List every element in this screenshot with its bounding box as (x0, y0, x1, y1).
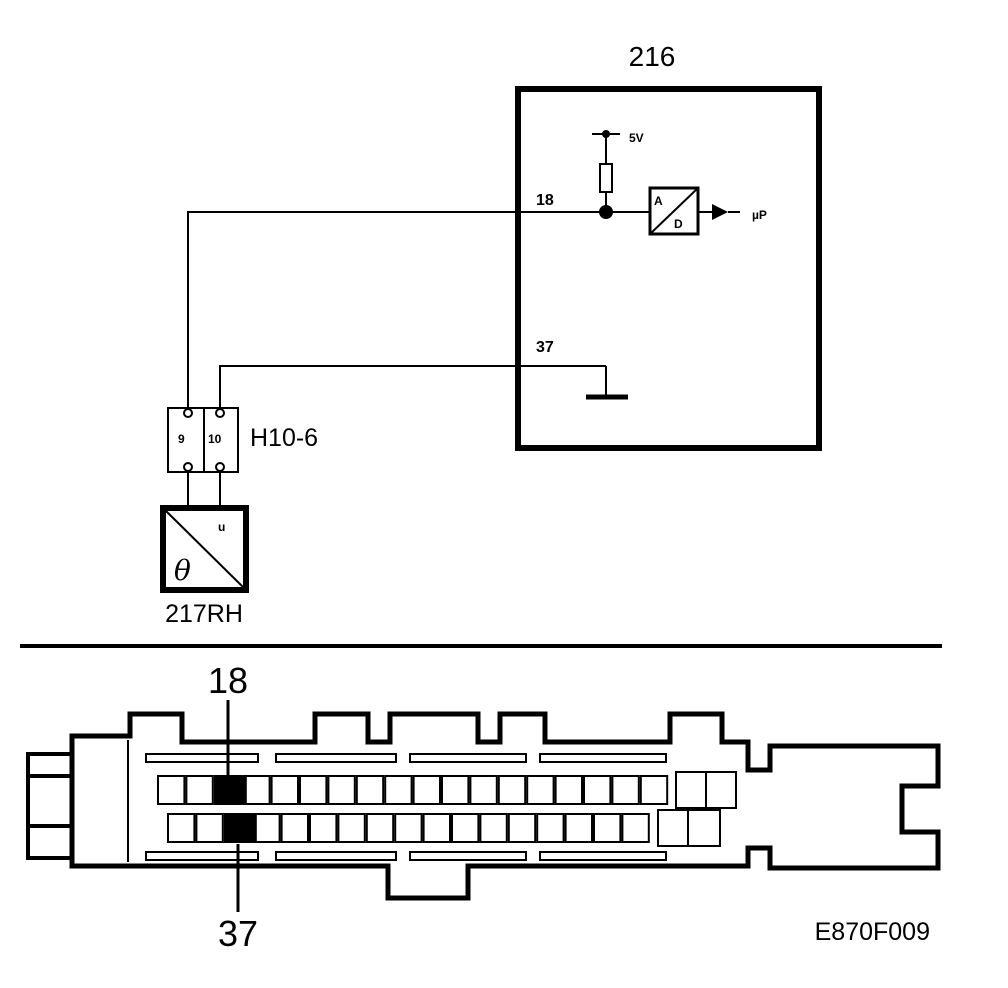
supply-label: 5V (629, 131, 644, 145)
pin-top-cavity (355, 775, 385, 805)
rail-bottom-3 (409, 851, 527, 861)
rail-top-3 (409, 753, 527, 763)
pin-bottom-cavity (365, 813, 395, 843)
pin-top-cavity (384, 775, 413, 805)
ecu-box (515, 86, 822, 451)
rail-bottom-2 (275, 851, 397, 861)
pin-top-cavity (327, 775, 356, 805)
pin-top-cavity (157, 775, 186, 805)
pin-top-cavity (270, 775, 300, 805)
terminal-10-bottom (215, 462, 225, 472)
output-arrow-icon (712, 204, 728, 220)
pin-bottom-cavity (195, 813, 224, 843)
ad-diagonal (649, 187, 699, 235)
sensor-theta-symbol: θ (174, 554, 191, 587)
connector-pin-10-label: 10 (208, 432, 222, 446)
connector-housing (69, 711, 941, 901)
pin-top-cavity (412, 775, 442, 805)
pin-bottom-power-cavity (687, 809, 721, 847)
ecu-pin-37-label: 37 (536, 339, 554, 356)
pin-bottom-cavity (507, 813, 537, 843)
wire-pin18-to-h9 (187, 211, 518, 408)
pinout-callout-37: 37 (218, 913, 258, 954)
figure-code: E870F009 (815, 918, 930, 946)
sensor-217rh: u θ 217RH (160, 505, 249, 628)
pin-top-cavity (554, 775, 583, 805)
ad-top-label: A (654, 194, 663, 208)
connector-pin-9-label: 9 (178, 432, 185, 446)
pin-top-cavity (299, 775, 328, 805)
pin-top-cavity (242, 775, 271, 805)
pin-top-cavity (639, 775, 669, 805)
ad-converter: A D (648, 186, 700, 236)
pin-bottom-cavity (337, 813, 366, 843)
pin-top-cavity (526, 775, 555, 805)
pin-top-cavity (497, 775, 527, 805)
pin-row-top (157, 771, 737, 809)
connector-label: H10-6 (250, 424, 318, 452)
sensor-diagonal (165, 510, 244, 588)
sensor-label: 217RH (165, 600, 243, 628)
connector-h10-6: 9 10 H10-6 (167, 407, 318, 473)
wire-pin37-to-h10 (219, 365, 518, 408)
highlight-fill (238, 814, 257, 842)
pin-top-power-cavity (675, 771, 707, 809)
output-label: µP (752, 208, 767, 222)
terminal-9-bottom (183, 462, 193, 472)
pin-bottom-cavity (280, 813, 310, 843)
pin-bottom-cavity (479, 813, 508, 843)
connector-cavity-9 (167, 407, 205, 473)
sensor-top-symbol: u (218, 520, 225, 534)
pin-bottom-cavity (422, 813, 452, 843)
pin-bottom-power-cavity (657, 809, 689, 847)
connector-latch-left (26, 752, 72, 860)
pinout-callout-18: 18 (208, 660, 248, 701)
ecu-label: 216 (629, 41, 676, 72)
terminal-10-top (215, 408, 225, 418)
pin-bottom-cavity (451, 813, 480, 843)
ecu-pin-18-label: 18 (536, 192, 554, 209)
terminal-9-top (183, 408, 193, 418)
ad-bottom-label: D (674, 217, 683, 231)
rail-bottom-4 (539, 851, 667, 861)
rail-top-1 (145, 753, 259, 763)
pin-top-cavity (469, 775, 498, 805)
pin-top-cavity (583, 775, 612, 805)
pin-bottom-cavity (564, 813, 593, 843)
rail-top-2 (275, 753, 397, 763)
connector-guide-rails (145, 753, 667, 861)
ecu-216: 216 5V 18 A D µP 37 (515, 41, 822, 451)
pin-bottom-cavity (167, 813, 196, 843)
pin-bottom-cavity (593, 813, 622, 843)
pin-row-bottom (167, 809, 721, 847)
pin-top-power-cavity (705, 771, 737, 809)
pin-bottom-cavity (536, 813, 565, 843)
highlight-fill (228, 776, 247, 804)
pin-top-cavity (185, 775, 214, 805)
rail-top-4 (539, 753, 667, 763)
pin-bottom-cavity (621, 813, 650, 843)
rail-bottom-1 (145, 851, 259, 861)
pullup-resistor (599, 163, 613, 193)
pin-bottom-cavity (309, 813, 338, 843)
pin-bottom-cavity (394, 813, 423, 843)
connector-pinout: 18 37 (26, 660, 941, 954)
pin-top-cavity (441, 775, 470, 805)
pin-top-cavity (611, 775, 640, 805)
pin-bottom-cavity (252, 813, 281, 843)
